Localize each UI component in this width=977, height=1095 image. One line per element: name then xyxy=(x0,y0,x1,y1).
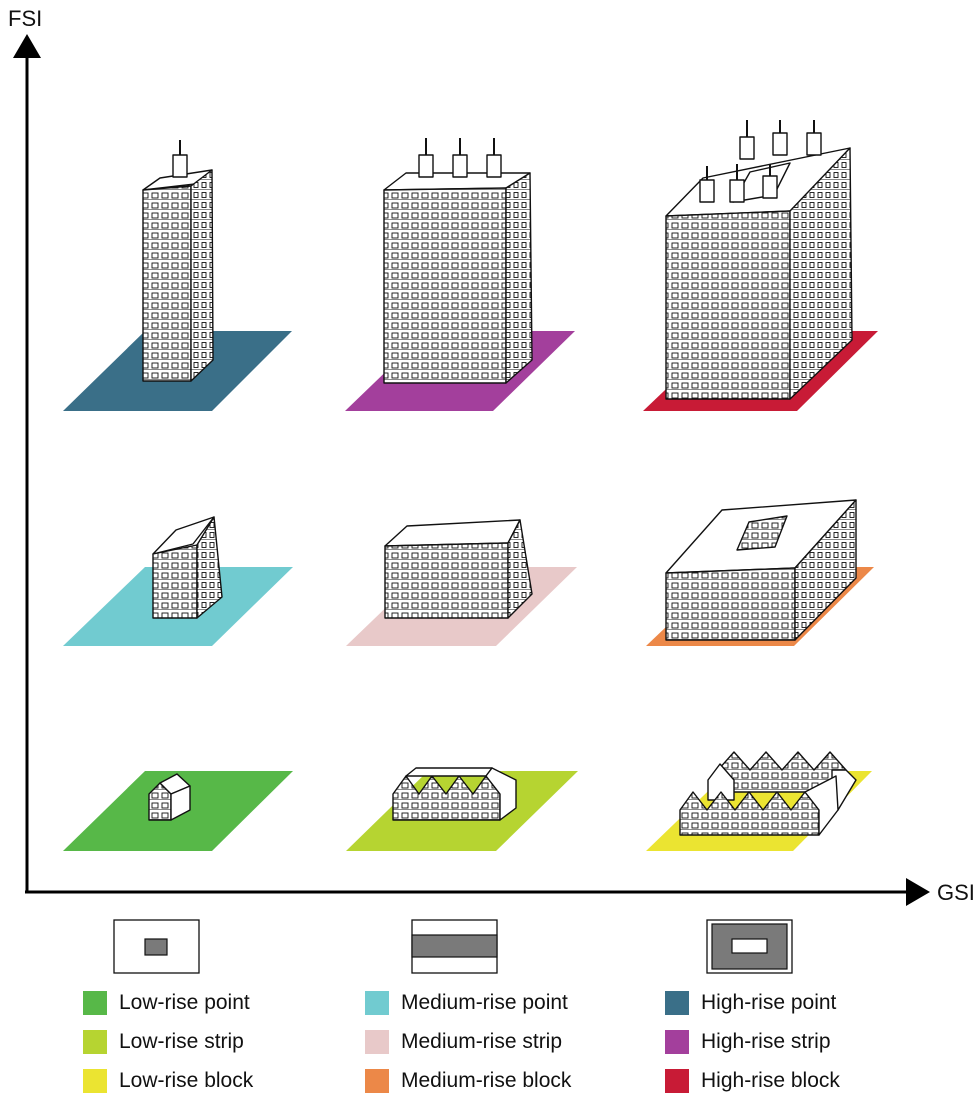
legend-item-high-rise-block: High-rise block xyxy=(665,1068,840,1094)
high-rise-strip-building xyxy=(383,138,533,384)
x-axis-arrowhead-icon xyxy=(906,878,930,906)
legend-item-medium-rise-strip: Medium-rise strip xyxy=(365,1029,562,1055)
legend-label: Medium-rise strip xyxy=(401,1030,563,1053)
legend-item-low-rise-strip: Low-rise strip xyxy=(83,1029,244,1055)
low-rise-strip-building xyxy=(392,767,517,821)
legend-label: Medium-rise block xyxy=(401,1069,572,1092)
legend-swatch xyxy=(365,1069,389,1093)
high-rise-point-building xyxy=(142,140,214,382)
legend-label: High-rise block xyxy=(701,1069,840,1092)
medium-rise-strip-building xyxy=(384,519,533,619)
high-rise-block-building xyxy=(665,120,853,400)
legend-item-medium-rise-block: Medium-rise block xyxy=(365,1068,571,1094)
legend-swatch xyxy=(83,991,107,1015)
legend-label: Low-rise point xyxy=(119,991,250,1014)
legend-item-low-rise-point: Low-rise point xyxy=(83,990,250,1016)
y-axis-arrowhead-icon xyxy=(13,34,41,58)
legend-item-high-rise-strip: High-rise strip xyxy=(665,1029,831,1055)
legend-item-high-rise-point: High-rise point xyxy=(665,990,836,1016)
legend-label: Medium-rise point xyxy=(401,991,568,1014)
legend-swatch xyxy=(83,1069,107,1093)
low-rise-block-building xyxy=(679,751,857,836)
legend-item-low-rise-block: Low-rise block xyxy=(83,1068,253,1094)
strip-plan-icon xyxy=(411,919,498,974)
x-axis-label: GSI xyxy=(937,880,975,905)
legend-item-medium-rise-point: Medium-rise point xyxy=(365,990,568,1016)
legend-swatch xyxy=(665,991,689,1015)
legend-swatch xyxy=(665,1069,689,1093)
legend-swatch xyxy=(365,1030,389,1054)
legend-swatch xyxy=(365,991,389,1015)
medium-rise-point-building xyxy=(152,516,223,619)
medium-rise-block-building xyxy=(665,499,857,641)
y-axis xyxy=(13,34,41,892)
legend-swatch xyxy=(665,1030,689,1054)
legend-label: High-rise strip xyxy=(701,1030,831,1053)
x-axis xyxy=(25,878,930,906)
legend-swatch xyxy=(83,1030,107,1054)
legend-label: High-rise point xyxy=(701,991,837,1014)
low-rise-point-building xyxy=(148,773,191,821)
y-axis-label: FSI xyxy=(8,6,43,31)
legend-label: Low-rise strip xyxy=(119,1030,244,1053)
legend-label: Low-rise block xyxy=(119,1069,254,1092)
point-plan-icon xyxy=(113,919,200,974)
block-plan-icon xyxy=(706,919,793,974)
